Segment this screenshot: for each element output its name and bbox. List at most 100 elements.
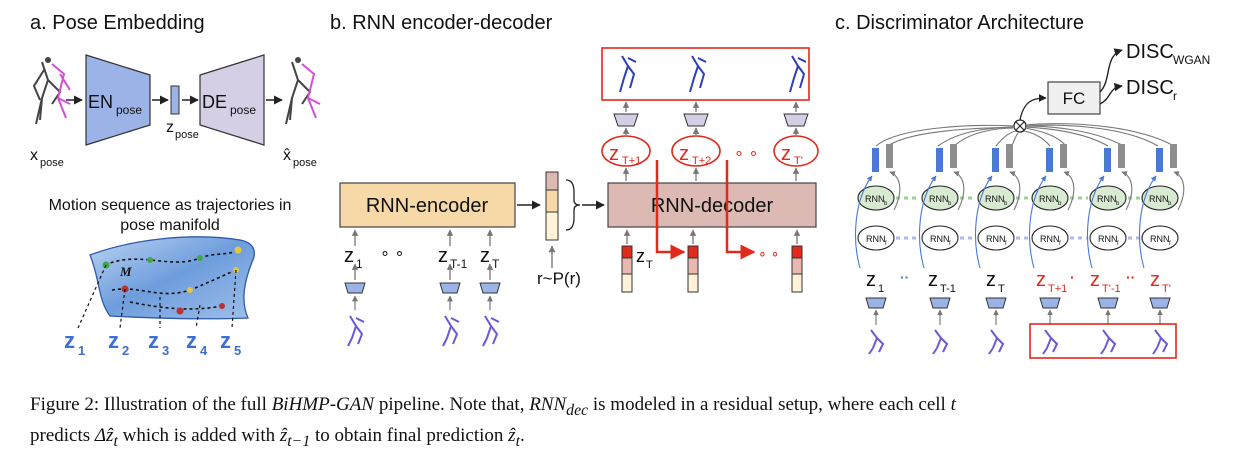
- rnn-b-sub: b: [1004, 201, 1008, 207]
- pose-embedding: EN pose z pose DE pose x pose x̂ pose: [30, 54, 321, 358]
- disc-z-4-sub: T+1: [1048, 283, 1067, 295]
- encoder-inputs: z 1 ∘ ∘ z T-1: [344, 229, 501, 347]
- decoder-output-dots: ∘ ∘: [734, 145, 758, 162]
- rnn-decoder-label: RNN-decoder: [651, 195, 774, 217]
- pose-skeleton-icon: [482, 315, 500, 347]
- decoder-output-z-3: z: [781, 143, 791, 165]
- caption-rnn-sub: dec: [566, 401, 589, 419]
- rnn-b-label: RNN: [929, 194, 949, 204]
- pose-manifold: [89, 236, 255, 320]
- decoder-output-z-2: z: [679, 143, 689, 165]
- rnn-b-label: RNN: [1149, 194, 1169, 204]
- manifold-z-4: z: [186, 328, 197, 353]
- rnn-f-sub: f: [885, 241, 887, 247]
- panel-c-title: c. Discriminator Architecture: [835, 12, 1084, 34]
- rnn-f-sub: f: [1005, 241, 1007, 247]
- decoder-output-z-1-sub: T+1: [622, 155, 641, 167]
- encoder-input-z-1: z: [344, 245, 354, 267]
- discriminator-columns: RNN b RNN f RNN b RNN f: [857, 144, 1179, 355]
- decoder-dots: ∘ ∘: [758, 245, 779, 261]
- pose-skeleton-icon: [868, 329, 885, 355]
- rnn-b-label: RNN: [865, 194, 885, 204]
- disc-column-5: RNN b RNN f: [1089, 144, 1127, 355]
- disc-column-2: RNN b RNN f: [921, 144, 959, 355]
- rnn-f-sub: f: [1059, 241, 1061, 247]
- encoder-label: EN: [88, 92, 113, 112]
- panel-b-title: b. RNN encoder-decoder: [330, 12, 553, 34]
- noise-label: r~P(r): [537, 269, 581, 288]
- generated-poses-box: [1029, 323, 1177, 359]
- decoder-output-z-2-sub: T+2: [692, 155, 711, 167]
- caption-line2-a: predicts: [30, 424, 95, 446]
- rnn-b-sub: b: [1116, 201, 1120, 207]
- svg-text:·: ·: [1070, 269, 1075, 285]
- caption-line2-c: to obtain final prediction: [310, 424, 509, 446]
- panel-a-title: a. Pose Embedding: [30, 12, 205, 34]
- caption-delta: Δẑ: [94, 424, 114, 446]
- pose-skeleton-icon: [347, 315, 365, 347]
- encoder-input-z-t-1: z: [438, 245, 448, 267]
- manifold-caption-line2: pose manifold: [120, 217, 220, 234]
- rnn-f-label: RNN: [986, 234, 1006, 244]
- caption-rest: is modeled in a residual setup, where ea…: [588, 394, 951, 415]
- caption-rnn: RNN: [529, 394, 567, 415]
- figure-svg: EN pose z pose DE pose x pose x̂ pose: [30, 41, 1210, 359]
- disc-z-3: z: [986, 269, 996, 291]
- caption-model-name: BiHMP-GAN: [271, 394, 375, 415]
- output-skeleton-icon: [285, 57, 321, 125]
- figure: a. Pose Embedding b. RNN encoder-decoder…: [30, 12, 1210, 359]
- pose-skeleton-icon: [988, 329, 1005, 355]
- disc-z-4: z: [1036, 269, 1046, 291]
- manifold-caption-line1: Motion sequence as trajectories in: [49, 197, 292, 214]
- rnn-encoder-label: RNN-encoder: [366, 195, 489, 217]
- manifold-z-1-sub: 1: [78, 343, 85, 358]
- disc-z-5-sub: T'-1: [1102, 283, 1121, 295]
- caption-prefix: Figure 2: Illustration of the full: [30, 394, 272, 415]
- disc-z-3-sub: T: [998, 283, 1005, 295]
- caption-end: .: [519, 424, 525, 446]
- pose-skeleton-icon: [1042, 329, 1059, 355]
- predicted-poses-box: [601, 47, 810, 101]
- decoder-output-z-1: z: [609, 143, 619, 165]
- decoder-residual-chain: z T ∘ ∘: [621, 160, 803, 293]
- rnn-encoder-box: [339, 182, 516, 228]
- latent-label: z: [166, 119, 174, 136]
- latent-sub: pose: [175, 129, 199, 141]
- manifold-z-5: z: [220, 328, 231, 353]
- svg-text:··: ··: [900, 269, 909, 285]
- caption-final-sub: t: [515, 432, 520, 450]
- encoder-input-z-t: z: [480, 245, 490, 267]
- disc-column-4: RNN b RNN f: [1031, 144, 1069, 355]
- latent-bar: [170, 85, 180, 115]
- rnn-f-label: RNN: [866, 234, 886, 244]
- rnn-b-sub: b: [948, 201, 952, 207]
- disc-r-sub: r: [1173, 89, 1177, 103]
- rnn-f-sub: f: [949, 241, 951, 247]
- input-sub: pose: [40, 157, 64, 169]
- fc-box: [1047, 81, 1101, 115]
- disc-z-1-sub: 1: [878, 283, 884, 295]
- disc-z-6-sub: T': [1162, 283, 1171, 295]
- encoder-dots: ∘ ∘: [380, 245, 404, 262]
- decoder-sub: pose: [230, 103, 256, 117]
- encoder-block: [85, 54, 151, 146]
- rnn-b-sub: b: [884, 201, 888, 207]
- disc-z-labels: z 1 ·· z T-1 z T z T+1 · z T'-1 ·· z T': [866, 269, 1171, 295]
- manifold-z-2-sub: 2: [122, 343, 129, 358]
- figure-caption: Figure 2: Illustration of the full BiHMP…: [30, 392, 1230, 454]
- decoder-output-z-3-sub: T': [794, 155, 803, 167]
- output-sub: pose: [293, 157, 317, 169]
- pose-skeleton-icon: [689, 55, 707, 93]
- svg-text:··: ··: [1126, 269, 1135, 285]
- disc-column-6: RNN b RNN f: [1141, 144, 1179, 355]
- rnn-b-label: RNN: [1097, 194, 1117, 204]
- pose-skeleton-icon: [1100, 329, 1117, 355]
- encoder-input-z-t-1-sub: T-1: [450, 257, 468, 271]
- manifold-z-5-sub: 5: [234, 343, 241, 358]
- fc-label: FC: [1063, 89, 1086, 108]
- discriminator-architecture: FC DISC WGAN DISC r: [855, 41, 1210, 359]
- output-label: x̂: [283, 147, 291, 164]
- encoder-input-z-1-sub: 1: [356, 257, 363, 271]
- rnn-b-label: RNN: [985, 194, 1005, 204]
- disc-z-6: z: [1150, 269, 1160, 291]
